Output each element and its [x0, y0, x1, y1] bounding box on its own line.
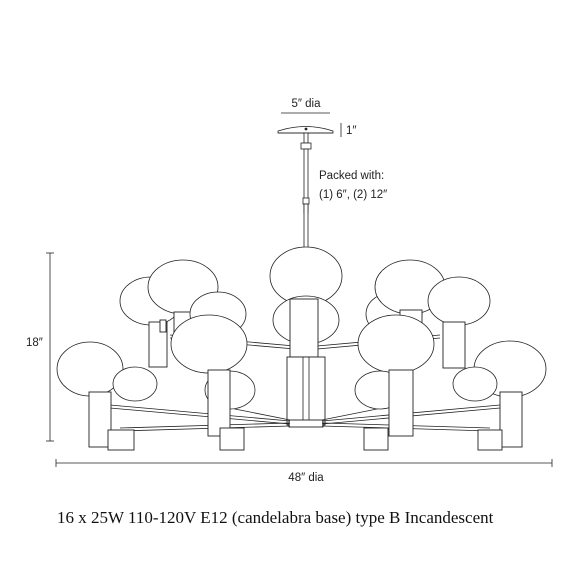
height-dimension: 18″ — [26, 252, 54, 442]
light-lower-right — [354, 314, 435, 451]
canopy — [277, 126, 334, 134]
bulb-spec: 16 x 25W 110-120V E12 (candelabra base) … — [57, 508, 494, 527]
packed-with-line1: Packed with: — [319, 170, 384, 182]
canopy-height-dimension: 1″ — [340, 123, 356, 137]
light-upper-right-rear — [427, 276, 491, 369]
light-lower-far-left — [56, 341, 158, 451]
light-lower-left — [170, 314, 256, 451]
lower-tier-lights — [56, 314, 547, 451]
canopy-diameter-label: 5″ dia — [291, 98, 321, 110]
packed-with-line2: (1) 6″, (2) 12″ — [319, 189, 387, 201]
height-label: 18″ — [26, 337, 43, 349]
light-lower-far-right — [452, 340, 547, 451]
light-upper-center — [269, 246, 343, 358]
packed-with-note: Packed with: (1) 6″, (2) 12″ — [319, 170, 387, 201]
upper-tier-lights — [119, 246, 491, 369]
canopy-diameter-dimension: 5″ dia — [281, 98, 330, 114]
canopy-height-label: 1″ — [346, 125, 356, 137]
stem — [300, 132, 312, 255]
width-dimension: 48″ dia — [55, 459, 553, 484]
center-hub — [286, 356, 326, 428]
width-label: 48″ dia — [288, 472, 324, 484]
